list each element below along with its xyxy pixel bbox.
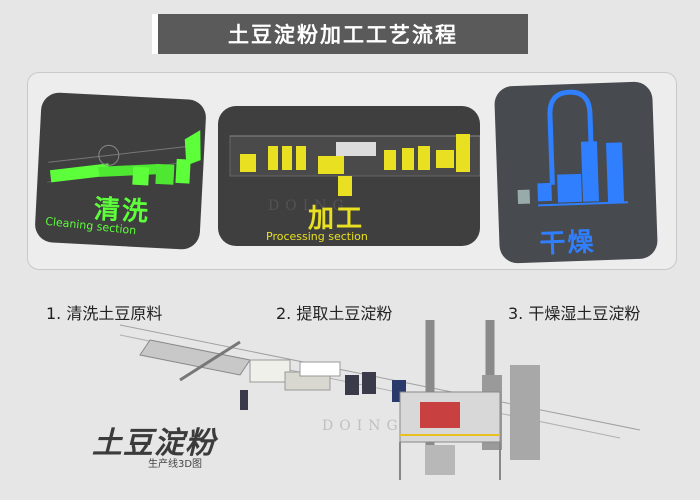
step-3-label: 3. 干燥湿土豆淀粉: [508, 304, 641, 323]
logo-subtitle: 生产线3D图: [148, 459, 203, 470]
drying-equipment-illustration: [517, 89, 629, 207]
production-line-3d-illustration: [119, 320, 641, 480]
cleaning-equipment-illustration: [47, 130, 201, 186]
drying-section-card: 干燥: [493, 81, 659, 264]
step-2-label: 2. 提取土豆淀粉: [276, 304, 393, 323]
processing-section-card: DOING 加工 Processing section: [218, 106, 480, 246]
logo-title: 土豆淀粉: [92, 426, 216, 461]
processing-cn-label: 加工: [308, 204, 365, 234]
page-title: 土豆淀粉加工工艺流程: [228, 23, 458, 47]
title-banner: 土豆淀粉加工工艺流程: [158, 14, 528, 54]
processing-equipment-illustration: [229, 134, 480, 196]
line-watermark: DOING: [322, 418, 404, 434]
cleaning-section-card: 清洗 Cleaning section: [34, 91, 207, 251]
processing-en-label: Processing section: [266, 230, 368, 243]
step-1-label: 1. 清洗土豆原料: [46, 304, 163, 323]
processing-watermark: DOING: [268, 198, 350, 214]
drying-cn-label: 干燥: [538, 227, 596, 260]
